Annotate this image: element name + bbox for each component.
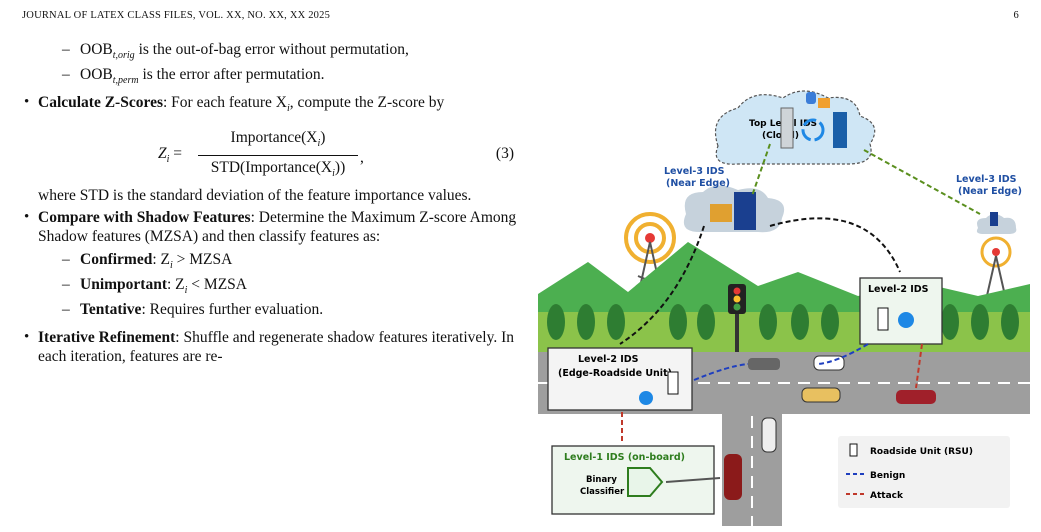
tree-row: [547, 304, 1019, 340]
unimportant-item: –Unimportant: Zi < MZSA: [62, 276, 247, 297]
legend-box: [838, 436, 1010, 508]
car-icon: [761, 417, 777, 453]
arrow-benign: [693, 363, 749, 381]
car-icon: [748, 358, 780, 370]
equation-3: Zi = Importance(Xi) STD(Importance(Xi)) …: [158, 129, 514, 180]
classifier-icon: [627, 467, 664, 497]
top-level-ids-sub: (Cloud): [762, 131, 799, 141]
oob-orig-item: – OOBt,orig is the out-of-bag error with…: [62, 41, 409, 62]
building-icon: [833, 112, 847, 148]
server-dark-icon: [734, 192, 756, 230]
iterative-bullet: • Iterative Refinement: Shuffle and rege…: [24, 329, 515, 366]
where-text: where STD is the standard deviation of t…: [38, 187, 472, 205]
spreadsheet-icon: [818, 98, 830, 108]
shadow-bullet: • Compare with Shadow Features: Determin…: [24, 209, 517, 246]
arrow-cloud-level3-left: [751, 143, 771, 197]
legend-benign: Benign: [870, 471, 905, 481]
classifier-sub: Classifier: [580, 487, 625, 497]
database-icon: [806, 92, 816, 104]
server-left-icon: [710, 204, 732, 222]
arrow-level3-level2-left: [619, 225, 705, 345]
level2-right-label: Level-2 IDS: [868, 284, 929, 295]
traffic-light-icon: [728, 284, 746, 352]
tentative-item: –Tentative: Requires further evaluation.: [62, 301, 324, 319]
car-icon: [896, 390, 936, 404]
level3-right-sub: (Near Edge): [958, 186, 1022, 197]
left-column: – OOBt,orig is the out-of-bag error with…: [22, 40, 518, 366]
level1-label: Level-1 IDS (on-board): [564, 452, 685, 463]
classifier-label: Binary: [586, 475, 617, 485]
running-header: JOURNAL OF LATEX CLASS FILES, VOL. XX, N…: [22, 10, 1019, 26]
tower-right: [980, 236, 1012, 301]
rsu-icon: [849, 443, 858, 457]
car-icon: [724, 454, 742, 500]
confirmed-item: –Confirmed: Zi > MZSA: [62, 251, 233, 272]
sync-icon: [801, 118, 825, 142]
ids-architecture-figure: Top Level IDS (Cloud) Level-3 IDS (Near …: [538, 90, 1030, 526]
arrow-cloud-level3-right: [863, 149, 981, 215]
level3-left-label: Level-3 IDS: [664, 166, 725, 177]
legend-attack: Attack: [870, 491, 904, 501]
journal-title: JOURNAL OF LATEX CLASS FILES, VOL. XX, N…: [22, 10, 331, 21]
server-icon: [780, 107, 794, 149]
level3-left-sub: (Near Edge): [666, 178, 730, 189]
level2-left-label: Level-2 IDS: [578, 354, 639, 365]
car-icon: [813, 355, 845, 371]
page-number: 6: [1013, 10, 1019, 21]
level2-right-box: [859, 277, 943, 345]
zscore-bullet: • Calculate Z-Scores: For each feature X…: [24, 94, 445, 115]
arrow-level3-level2-right: [769, 217, 901, 273]
oob-perm-item: – OOBt,perm is the error after permutati…: [62, 66, 325, 87]
equation-number: (3): [495, 145, 514, 163]
car-icon: [801, 387, 841, 403]
level2-left-sub: (Edge-Roadside Unit): [558, 368, 672, 379]
legend-rsu: Roadside Unit (RSU): [870, 447, 973, 457]
level3-right-label: Level-3 IDS: [956, 174, 1017, 185]
arrow-benign: [817, 343, 869, 365]
